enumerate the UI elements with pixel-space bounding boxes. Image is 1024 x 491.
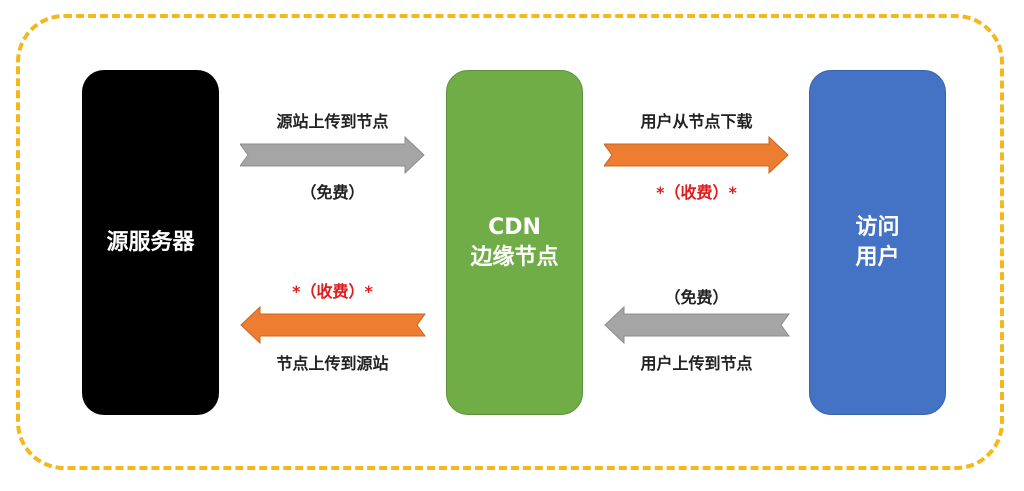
edge-to-origin-arrow [240, 306, 426, 344]
dashed-boundary [16, 14, 1004, 470]
edge-to-visitor-label: 用户从节点下载 [640, 112, 753, 131]
origin-server-label: 源服务器 [106, 229, 195, 255]
visitor-to-edge-label: 用户上传到节点 [640, 354, 753, 373]
origin-to-edge-arrow [240, 136, 425, 174]
edge-to-origin-label: 节点上传到源站 [276, 354, 389, 373]
edge-to-visitor-arrow [604, 136, 789, 174]
origin-to-edge-label: 源站上传到节点 [276, 112, 389, 131]
edge-to-origin-fee: *（收费）* [292, 282, 373, 301]
cdn-edge-label-line2: 边缘节点 [470, 244, 559, 270]
visitor-to-edge-arrow [604, 306, 790, 344]
visitor-to-edge-fee: （免费） [664, 288, 729, 307]
cdn-edge-label-line1: CDN [488, 214, 541, 240]
edge-to-visitor-fee: *（收费）* [656, 183, 737, 202]
visitor-user-node: 访问 用户 [809, 70, 946, 415]
visitor-label-line2: 用户 [855, 244, 900, 270]
origin-server-node: 源服务器 [82, 70, 219, 415]
visitor-label-line1: 访问 [855, 214, 900, 240]
origin-to-edge-fee: （免费） [300, 183, 365, 202]
cdn-edge-node: CDN 边缘节点 [446, 70, 583, 415]
